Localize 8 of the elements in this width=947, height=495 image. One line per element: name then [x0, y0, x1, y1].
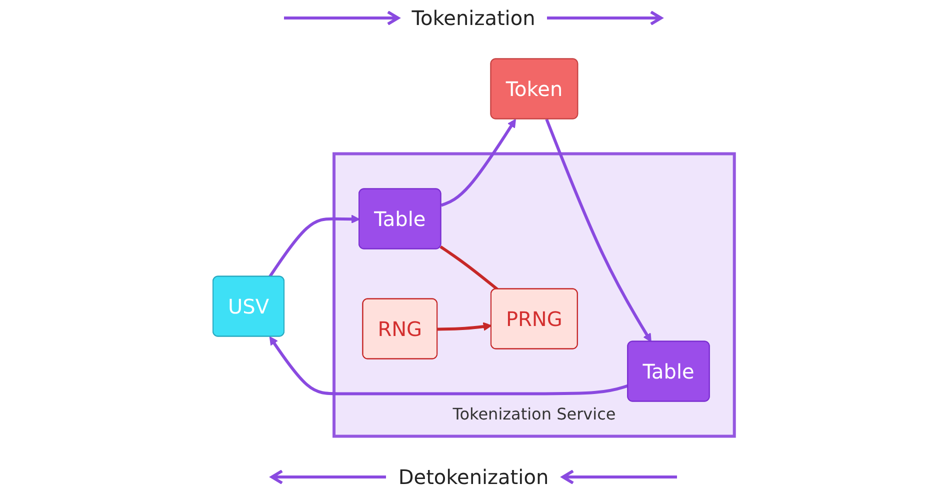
arrow: [437, 322, 492, 331]
arrow: [269, 336, 628, 396]
flow-label: Detokenization: [398, 465, 549, 489]
arrow: [545, 118, 652, 342]
flow-label: Tokenization: [412, 6, 536, 30]
arrow: [268, 214, 360, 278]
arrow: [440, 118, 516, 207]
connector: [440, 245, 498, 290]
